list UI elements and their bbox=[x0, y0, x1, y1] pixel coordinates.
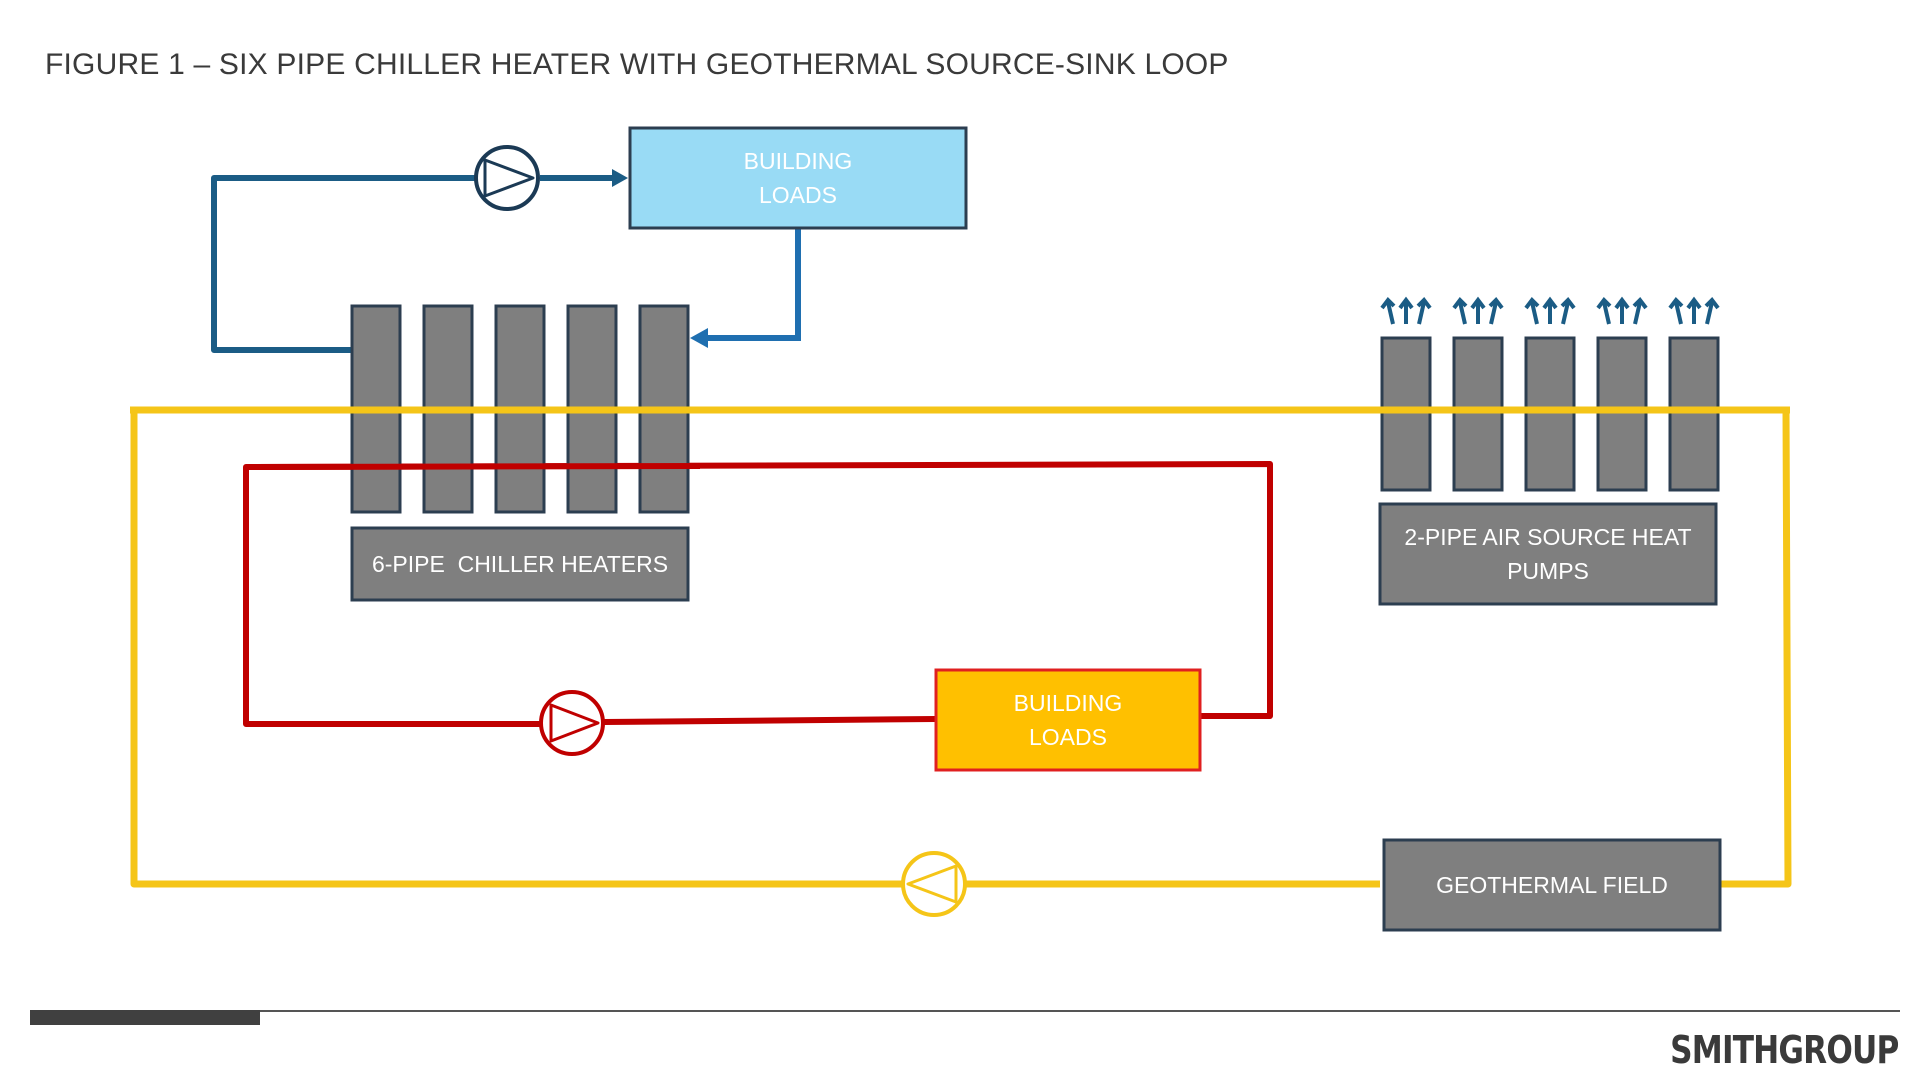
heat-pumps-label-line1: 2-PIPE AIR SOURCE HEAT bbox=[1404, 524, 1692, 550]
hot-water-pump-icon bbox=[539, 690, 605, 756]
geothermal-field-box bbox=[1382, 838, 1722, 932]
air-discharge-icon bbox=[1524, 296, 1576, 325]
chiller-heaters-label-box bbox=[350, 526, 690, 602]
hot-water-loop-crossing bbox=[245, 463, 701, 470]
flow-arrow-icon bbox=[690, 328, 708, 348]
heat-pumps-label: 2-PIPE AIR SOURCE HEAT PUMPS bbox=[1380, 504, 1716, 604]
heat-pump-unit bbox=[1596, 336, 1648, 492]
brand-logo: SMITHGROUP bbox=[1670, 1028, 1900, 1072]
cooling-loads-label-line2: LOADS bbox=[759, 182, 837, 208]
heating-loads-label: BUILDING LOADS bbox=[936, 670, 1200, 770]
heat-pump-unit bbox=[1524, 336, 1576, 492]
heating-loads-label-line2: LOADS bbox=[1029, 724, 1107, 750]
chilled-water-pump-icon bbox=[474, 145, 540, 211]
air-discharge-icon bbox=[1596, 296, 1648, 325]
heat-pump-units bbox=[1380, 336, 1720, 492]
geothermal-field-label: GEOTHERMAL FIELD bbox=[1436, 872, 1668, 898]
hot-water-loop bbox=[243, 461, 1273, 727]
heat-pump-unit bbox=[1380, 336, 1432, 492]
air-discharge-icon bbox=[1668, 296, 1720, 325]
air-discharge-icon bbox=[1380, 296, 1432, 325]
figure-title: FIGURE 1 – SIX PIPE CHILLER HEATER WITH … bbox=[45, 48, 1229, 81]
chilled-water-loop bbox=[211, 169, 801, 353]
heat-pump-unit bbox=[1668, 336, 1720, 492]
cooling-loads-label: BUILDING LOADS bbox=[630, 128, 966, 228]
air-discharge-arrows bbox=[1380, 296, 1720, 325]
air-discharge-icon bbox=[1452, 296, 1504, 325]
cooling-loads-label-line1: BUILDING bbox=[743, 148, 853, 174]
geothermal-loop bbox=[130, 406, 1792, 888]
heat-pumps-label-box bbox=[1378, 502, 1718, 606]
flow-arrow-icon bbox=[612, 169, 628, 187]
chiller-heaters-label: 6-PIPE CHILLER HEATERS bbox=[371, 551, 669, 577]
geothermal-pump-icon bbox=[901, 851, 967, 917]
heat-pump-unit bbox=[1452, 336, 1504, 492]
footer-divider bbox=[30, 1010, 1900, 1012]
heating-loads-box bbox=[934, 668, 1202, 772]
cooling-loads-box bbox=[628, 126, 968, 230]
heat-pumps-label-line2: PUMPS bbox=[1507, 558, 1589, 584]
footer-accent-bar bbox=[30, 1010, 260, 1025]
heating-loads-label-line1: BUILDING bbox=[1013, 690, 1123, 716]
